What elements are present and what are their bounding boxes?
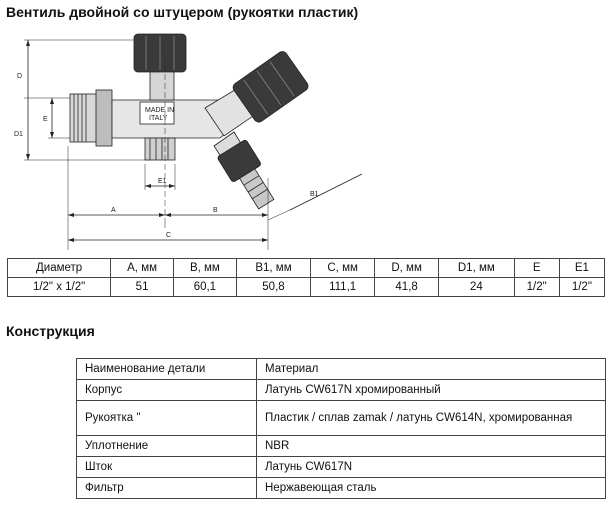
dim-label-B1: B1 [310,191,319,198]
dim-value-c: 111,1 [310,277,376,297]
dim-label-D1: D1 [14,131,23,138]
valve-technical-drawing: D E D1 E1 A B B1 C MADE IN ITALY [14,33,363,250]
table-row: Корпус Латунь CW617N хромированный [76,379,606,401]
table-row: Шток Латунь CW617N [76,456,606,478]
dim-value-b: 60,1 [172,277,237,297]
part-material: NBR [256,435,606,457]
page-title: Вентиль двойной со штуцером (рукоятки пл… [6,4,359,20]
part-material: Нержавеющая сталь [256,477,606,499]
construction-header-material: Материал [256,358,606,380]
dim-header-diameter: Диаметр [6,258,112,278]
dimensions-value-row: 1/2" x 1/2" 51 60,1 50,8 111,1 41,8 24 1… [6,277,606,297]
dim-value-e1: 1/2" [558,277,606,297]
dim-header-e: E [513,258,560,278]
dim-value-b1: 50,8 [235,277,312,297]
dim-header-e1: E1 [558,258,606,278]
part-material: Пластик / сплав zamak / латунь CW614N, х… [256,400,606,436]
construction-header-row: Наименование детали Материал [76,358,606,380]
part-material: Латунь CW617N хромированный [256,379,606,401]
dim-header-b: B, мм [172,258,237,278]
stamp-line2: ITALY [149,115,168,122]
dim-label-E1: E1 [158,178,167,185]
dimensions-header-row: Диаметр A, мм B, мм B1, мм C, мм D, мм D… [6,258,606,278]
dim-header-d1: D1, мм [438,258,515,278]
dim-label-A: A [111,207,116,214]
dim-header-d: D, мм [374,258,440,278]
dimensions-table: Диаметр A, мм B, мм B1, мм C, мм D, мм D… [6,258,606,297]
dim-value-d: 41,8 [374,277,440,297]
construction-heading: Конструкция [6,323,95,339]
part-name: Рукоятка " [76,400,257,436]
dim-label-E: E [43,116,48,123]
dim-value-a: 51 [110,277,174,297]
part-name: Шток [76,456,257,478]
part-material: Латунь CW617N [256,456,606,478]
dim-header-a: A, мм [110,258,174,278]
table-row: Уплотнение NBR [76,435,606,457]
dim-label-D: D [17,73,22,80]
part-name: Корпус [76,379,257,401]
dim-label-B: B [213,207,218,214]
dim-value-d1: 24 [438,277,515,297]
construction-header-part: Наименование детали [76,358,257,380]
construction-table: Наименование детали Материал Корпус Лату… [76,358,606,499]
stamp-line1: MADE IN [145,107,174,114]
dim-header-c: C, мм [310,258,376,278]
part-name: Уплотнение [76,435,257,457]
dim-value-e: 1/2" [513,277,560,297]
dim-header-b1: B1, мм [235,258,312,278]
dim-label-C: C [166,232,171,239]
table-row: Фильтр Нержавеющая сталь [76,477,606,499]
dim-value-diameter: 1/2" x 1/2" [6,277,112,297]
table-row: Рукоятка " Пластик / сплав zamak / латун… [76,400,606,436]
part-name: Фильтр [76,477,257,499]
